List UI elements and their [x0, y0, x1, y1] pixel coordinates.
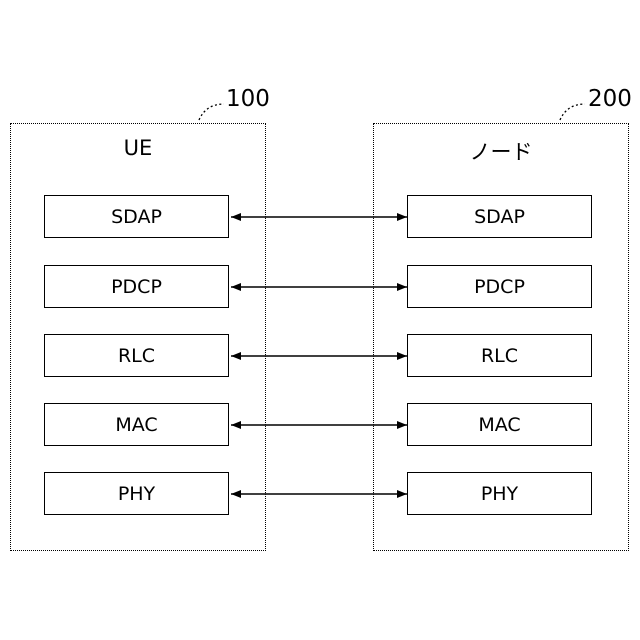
ue-ref-leader [199, 104, 224, 120]
ue-layer-pdcp: PDCP [44, 265, 229, 308]
node-ref-leader [560, 104, 585, 120]
node-layer-phy: PHY [407, 472, 592, 515]
ue-reference-numeral: 100 [226, 86, 270, 112]
ue-layer-phy: PHY [44, 472, 229, 515]
node-title: ノード [374, 136, 628, 166]
node-layer-pdcp: PDCP [407, 265, 592, 308]
node-reference-numeral: 200 [588, 86, 632, 112]
ue-title: UE [11, 136, 265, 160]
ue-layer-rlc: RLC [44, 334, 229, 377]
ue-layer-sdap: SDAP [44, 195, 229, 238]
node-layer-rlc: RLC [407, 334, 592, 377]
node-layer-mac: MAC [407, 403, 592, 446]
node-layer-sdap: SDAP [407, 195, 592, 238]
ue-layer-mac: MAC [44, 403, 229, 446]
